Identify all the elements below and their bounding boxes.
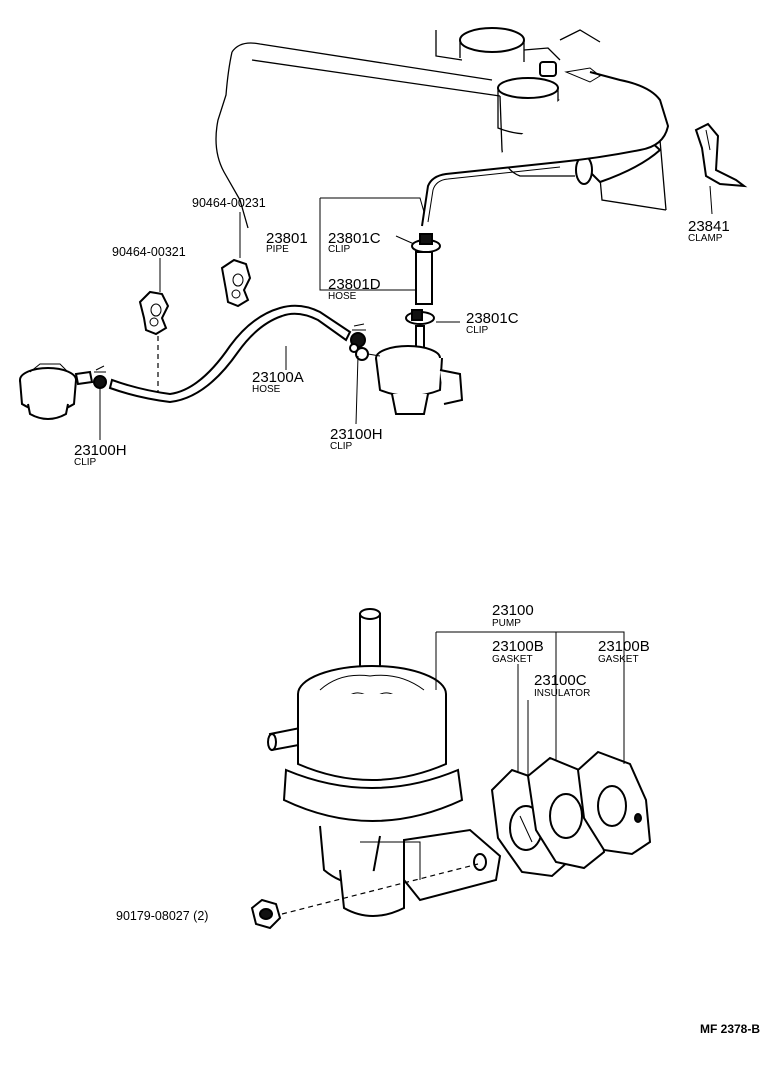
labels: 90464-00231 90464-00321 23801 PIPE 23801… [74,196,760,1036]
label-23100c-desc: INSULATOR [534,688,590,699]
label-23801d-desc: HOSE [328,291,357,302]
label-23100h-right-number: 23100H [330,426,383,443]
gasket-23100b-right [576,750,652,856]
hose-23801d [415,251,433,305]
label-23801c-top-number: 23801C [328,230,381,247]
leader-lines-top [99,185,713,440]
engine-block-outline [215,27,667,229]
fuel-pump-23100 [267,608,502,917]
label-23801-desc: PIPE [266,244,289,255]
clip-23100h-left [93,365,107,389]
nut-90179-08027 [250,898,282,930]
label-90179-08027: 90179-08027 (2) [116,909,208,923]
clamp-90464-00321 [138,290,170,336]
label-23100c-number: 23100C [534,672,587,689]
label-23801c-top-desc: CLIP [328,244,351,255]
clip-23801c-top [411,233,441,253]
clip-23100h-right [349,323,366,353]
clamp-23841 [694,122,748,188]
hose-23100a [108,304,352,404]
label-23100b-left-desc: GASKET [492,654,533,665]
label-23100-number: 23100 [492,602,534,619]
pipe-23801 [421,61,670,227]
guide-nut [281,863,479,915]
label-23100b-right-desc: GASKET [598,654,639,665]
label-23100b-left-number: 23100B [492,638,544,655]
label-23100b-right-number: 23100B [598,638,650,655]
label-23100h-left-number: 23100H [74,442,127,459]
label-23801-number: 23801 [266,230,308,247]
label-23100a-desc: HOSE [252,384,281,395]
label-23801c-bottom-number: 23801C [466,310,519,327]
pump-small-view [355,325,464,415]
label-23841-number: 23841 [688,218,730,235]
label-23841-desc: CLAMP [688,233,723,244]
label-23801d-number: 23801D [328,276,381,293]
label-23100h-right-desc: CLIP [330,441,353,452]
label-90464-00231: 90464-00231 [192,196,266,210]
clip-23801c-bottom [405,309,435,325]
clamp-90464-00231 [220,258,252,308]
label-23100a-number: 23100A [252,369,304,386]
diagram-code: MF 2378-B [700,1022,760,1036]
label-23100h-left-desc: CLIP [74,457,97,468]
fuel-filter [19,363,94,420]
leader-lines-bottom [435,631,625,776]
label-23801c-bottom-desc: CLIP [466,325,489,336]
label-90464-00321: 90464-00321 [112,245,186,259]
label-23100-desc: PUMP [492,618,521,629]
